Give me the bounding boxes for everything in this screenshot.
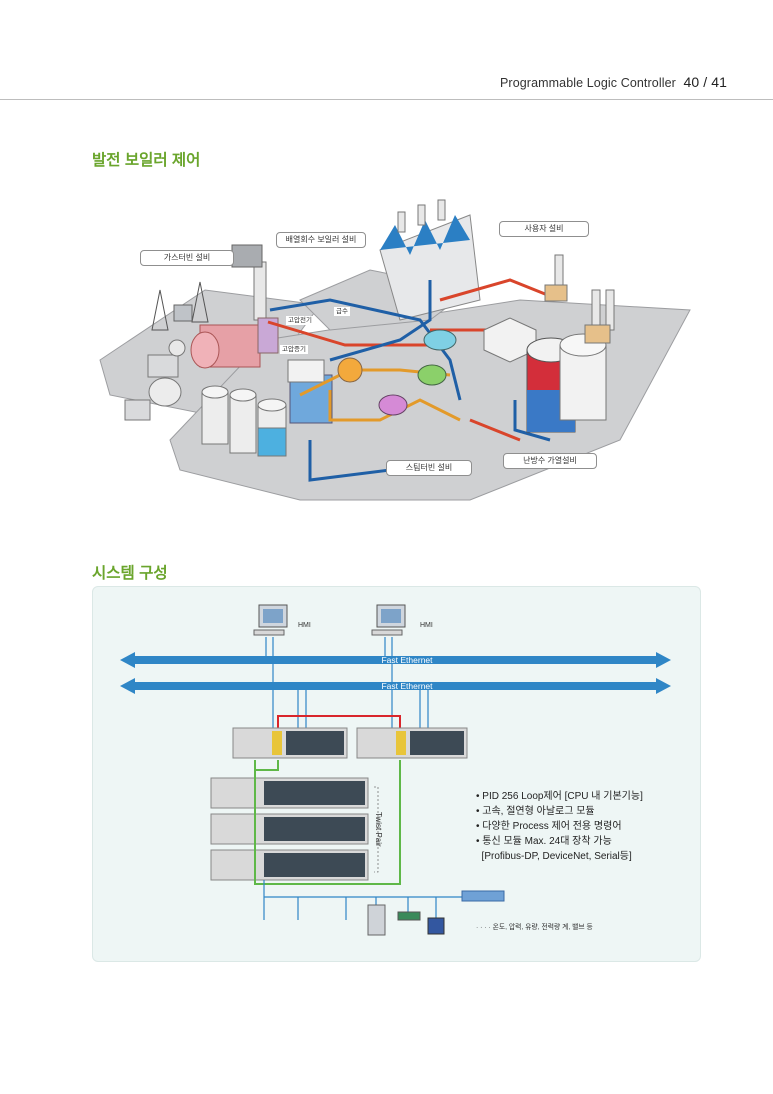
side-tab-label: SYSTEM [748,466,760,520]
hmi-monitor-1 [253,604,288,636]
section-title-boiler: 발전 보일러 제어 [92,152,201,169]
twist-pair-label: Twist Pair [374,812,383,847]
hmi-label-2: HMI [420,622,433,629]
section-title-system: 시스템 구성 [92,565,168,582]
system-diagram-panel [92,586,701,962]
hmi-label-1: HMI [298,622,311,629]
ethernet-label-2: Fast Ethernet [381,681,433,691]
pipe-label-hp-steam: 고압전기 [286,316,314,325]
io-rack-1 [210,777,369,809]
io-rack-2 [210,813,369,845]
callout-gas-turbine: 가스터빈 설비 [140,250,234,266]
feature-item: • 고속, 절연형 아날로그 모듈 [476,806,595,817]
ethernet-label-1: Fast Ethernet [381,655,433,665]
pipe-label-hp-steam-2: 고압증기 [280,345,308,354]
header-divider [0,99,773,100]
callout-steam-turbine: 스팀터빈 설비 [386,460,472,476]
callout-hrsg: 배열회수 보일러 설비 [276,232,366,248]
sensor-caption: · · · · 온도, 압력, 유량, 전력량 계, 밸브 등 [476,924,593,931]
feature-item: • 통신 모듈 Max. 24대 장착 가능 [476,836,612,847]
io-rack-3 [210,849,369,881]
cpu-rack-2 [356,727,468,759]
callout-user-facility: 사용자 설비 [499,221,589,237]
cpu-rack-1 [232,727,348,759]
feature-item: [Profibus-DP, DeviceNet, Serial등] [476,851,632,862]
pipe-label-feed: 급수 [334,307,350,316]
feature-item: • PID 256 Loop제어 [CPU 내 기본기능] [476,791,643,802]
hmi-monitor-2 [371,604,406,636]
callout-heating: 난방수 가열설비 [503,453,597,469]
feature-item: • 다양한 Process 제어 전용 명령어 [476,821,622,832]
document-title: Programmable Logic Controller [500,76,676,90]
page-number: 40 / 41 [683,74,727,90]
feature-list: • PID 256 Loop제어 [CPU 내 기본기능] • 고속, 절연형 … [476,789,643,864]
header-title: Programmable Logic Controller 40 / 41 [500,74,727,90]
